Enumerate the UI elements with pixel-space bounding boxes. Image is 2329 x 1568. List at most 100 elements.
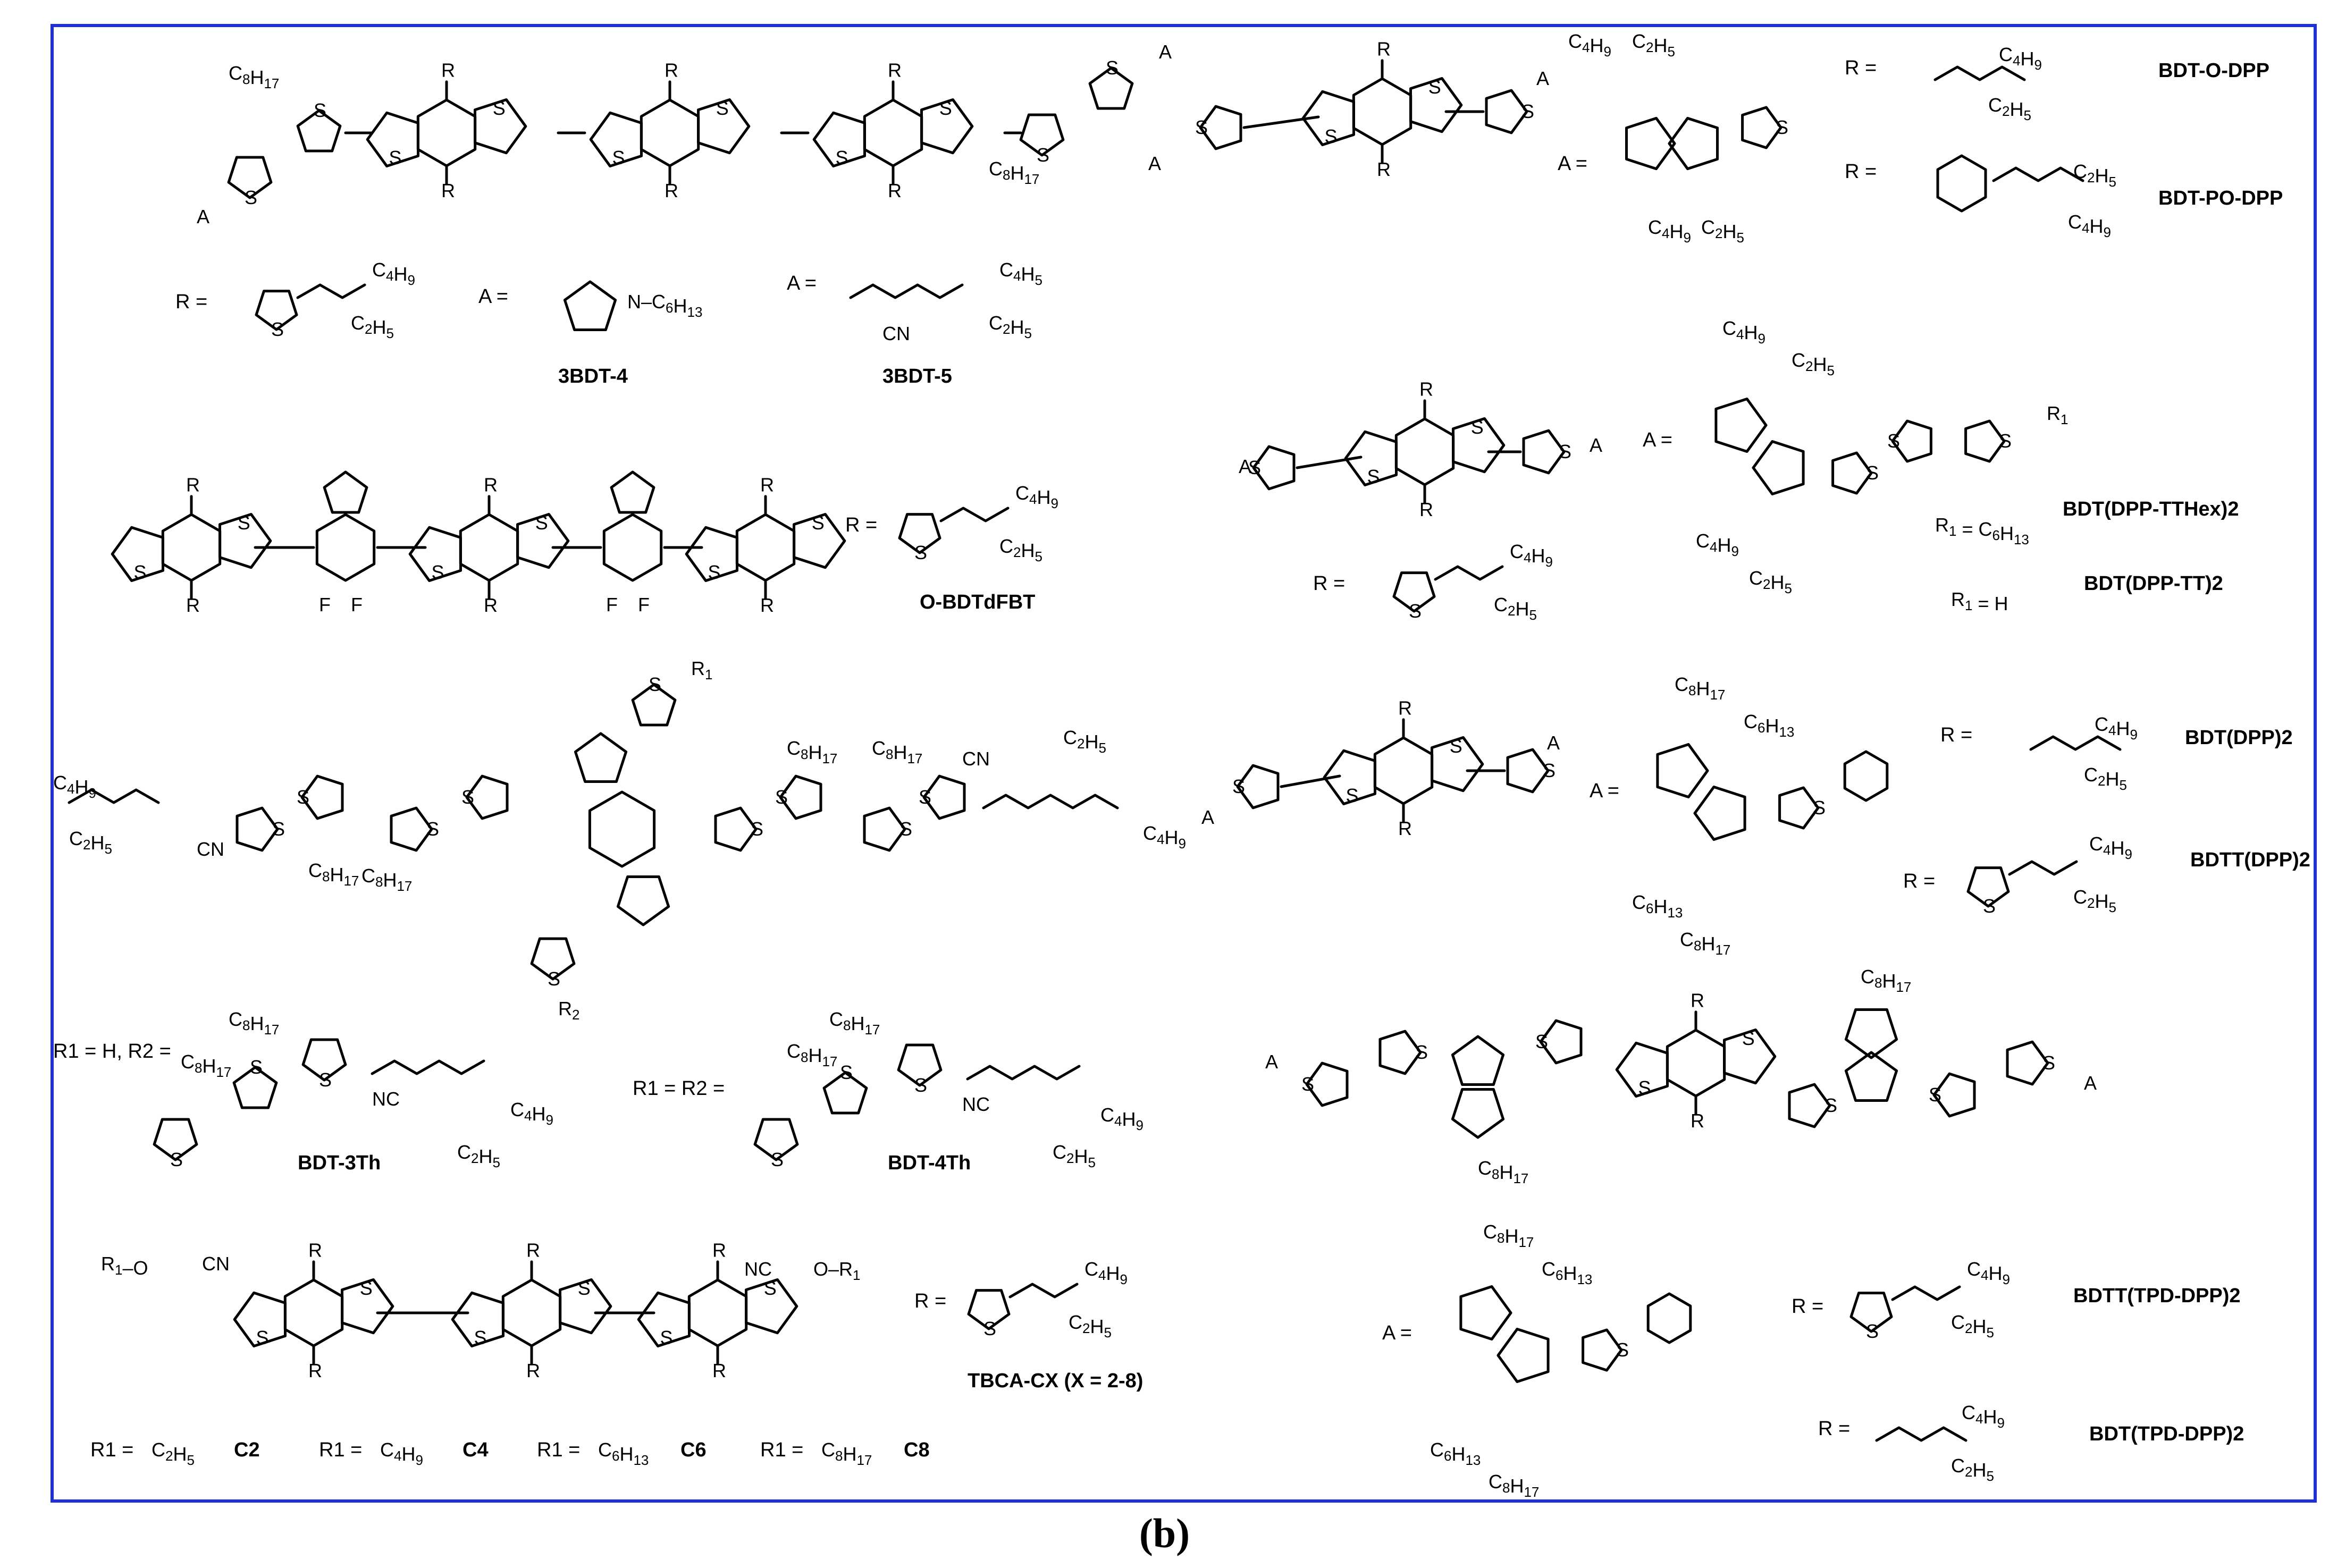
sulfur-atom: S <box>319 1069 332 1091</box>
bdt-benzene-ring <box>416 98 477 167</box>
thiophene-ring <box>2006 1040 2049 1086</box>
tpd-imide <box>1451 1088 1505 1139</box>
bdt-thiophene-ring <box>1723 1029 1777 1085</box>
phenyl-ring <box>1936 154 1987 213</box>
side-thiophene <box>1966 866 2010 908</box>
ethyl-label: C2H5 <box>1749 567 1792 596</box>
butyl-label: C4H9 <box>1722 317 1765 347</box>
sulfur-atom: S <box>1248 457 1261 478</box>
phenyl-ring <box>1843 750 1889 802</box>
thiophene-ring <box>1236 764 1280 810</box>
a-definition: A = <box>478 285 508 308</box>
side-thiophene <box>255 290 298 331</box>
butyl-label: C4H9 <box>1100 1104 1144 1133</box>
thiophene-ring <box>465 774 509 820</box>
thiophene-ring <box>153 1118 198 1161</box>
r-group: R <box>526 1360 540 1381</box>
r-definition: R = <box>845 514 877 536</box>
r-group: R <box>712 1360 726 1381</box>
r-definition: R = <box>1940 724 1972 746</box>
bdt-benzene-ring <box>459 513 519 582</box>
ester-chain <box>371 1059 485 1075</box>
side-thiophene <box>1392 571 1436 613</box>
sulfur-atom: S <box>1866 462 1879 484</box>
alkoxy-chain <box>1992 166 2084 182</box>
side-chain <box>296 283 366 299</box>
r-group: R <box>888 180 902 201</box>
bdt-thiophene-ring <box>218 513 272 569</box>
bdt-thiophene-ring <box>474 98 527 155</box>
r1-definition: R1 = C6H13 <box>1935 514 2029 547</box>
fluorine-atom: F <box>638 594 650 616</box>
a-group: A <box>2084 1072 2097 1094</box>
thiophene-ring <box>1741 106 1783 149</box>
butyl-label: C4H9 <box>1568 30 1611 60</box>
side-thiophene <box>1849 1292 1893 1333</box>
octyl-label: C8H17 <box>872 737 922 766</box>
ethyl-label: C2H5 <box>2073 886 2116 915</box>
r-group: R <box>760 474 774 496</box>
r-group: R <box>1377 38 1391 60</box>
sulfur-atom: S <box>1471 416 1484 438</box>
r-group: R <box>526 1240 540 1261</box>
thiophene-ring <box>631 683 677 727</box>
thiophene-ring <box>1778 786 1820 830</box>
sulfur-atom: S <box>708 561 721 583</box>
r-group: R <box>186 474 200 496</box>
sulfur-atom: S <box>1929 1084 1941 1106</box>
a-group: A <box>1159 41 1172 63</box>
side-thiophene <box>967 1289 1011 1330</box>
ethyl-label: C2H5 <box>989 312 1032 341</box>
octyl-label: C8H17 <box>787 1040 837 1069</box>
hexyl-label: C6H13 <box>1632 891 1683 921</box>
sulfur-atom: S <box>1742 1027 1755 1049</box>
sulfur-atom: S <box>1301 1073 1314 1095</box>
butyl-label: C4H9 <box>372 259 415 288</box>
ester-chain <box>68 788 160 804</box>
compound-name: BDTT(TPD-DPP)2 <box>2073 1285 2241 1307</box>
thiophene-ring <box>1485 89 1528 134</box>
bdt-benzene-ring <box>588 790 656 868</box>
hexyl-label: C6H13 <box>1542 1258 1592 1287</box>
thiophene-ring <box>922 774 966 820</box>
sulfur-atom: S <box>256 1327 269 1348</box>
bdt-thiophene-ring <box>1452 417 1506 474</box>
r1-label: R1 <box>2047 402 2068 427</box>
butyl-label: C4H9 <box>1648 216 1691 246</box>
octyl-label: C8H17 <box>1675 673 1725 703</box>
ester-chain <box>982 794 1119 810</box>
sulfur-atom: S <box>271 318 284 340</box>
r-group: R <box>441 180 455 201</box>
sulfur-atom: S <box>771 1149 784 1170</box>
cyano-label: CN <box>882 323 910 344</box>
compound-name: 3BDT-4 <box>558 365 628 387</box>
sulfur-atom: S <box>134 561 147 583</box>
sulfur-atom: S <box>836 147 848 168</box>
ethyl-label: C2H5 <box>1063 727 1106 756</box>
bdt-thiophene-ring <box>637 1291 691 1347</box>
terminal-thiophene <box>1088 66 1134 110</box>
cyano-label: CN <box>202 1253 230 1275</box>
sulfur-atom: S <box>1037 144 1049 166</box>
r-group: R <box>665 60 678 81</box>
r1-definition: R1 = <box>537 1439 580 1461</box>
r-group: R <box>665 180 678 201</box>
ethyl-label: C2H5 <box>69 828 112 857</box>
sulfur-atom: S <box>578 1277 591 1299</box>
bdt-benzene-ring <box>1666 1029 1726 1098</box>
sulfur-atom: S <box>245 187 257 208</box>
compound-name: BDT-O-DPP <box>2158 60 2269 82</box>
r1-definition: R1 = <box>760 1439 803 1461</box>
sulfur-atom: S <box>1367 466 1380 487</box>
ethyl-label: C2H5 <box>1494 594 1537 623</box>
octyl-label: C8H17 <box>229 62 279 91</box>
ethyl-label: C2H5 <box>1053 1141 1096 1170</box>
ethyl-label: C2H5 <box>1951 1455 1994 1484</box>
bdt-thiophene-ring <box>516 513 570 569</box>
thiophene-ring <box>300 774 344 820</box>
r-definition: R = <box>1845 57 1877 79</box>
sulfur-atom: S <box>1428 76 1441 98</box>
a-group: A <box>1201 806 1214 828</box>
alkyl-label: C6H13 <box>598 1439 649 1468</box>
label: C4H5 <box>999 259 1042 288</box>
